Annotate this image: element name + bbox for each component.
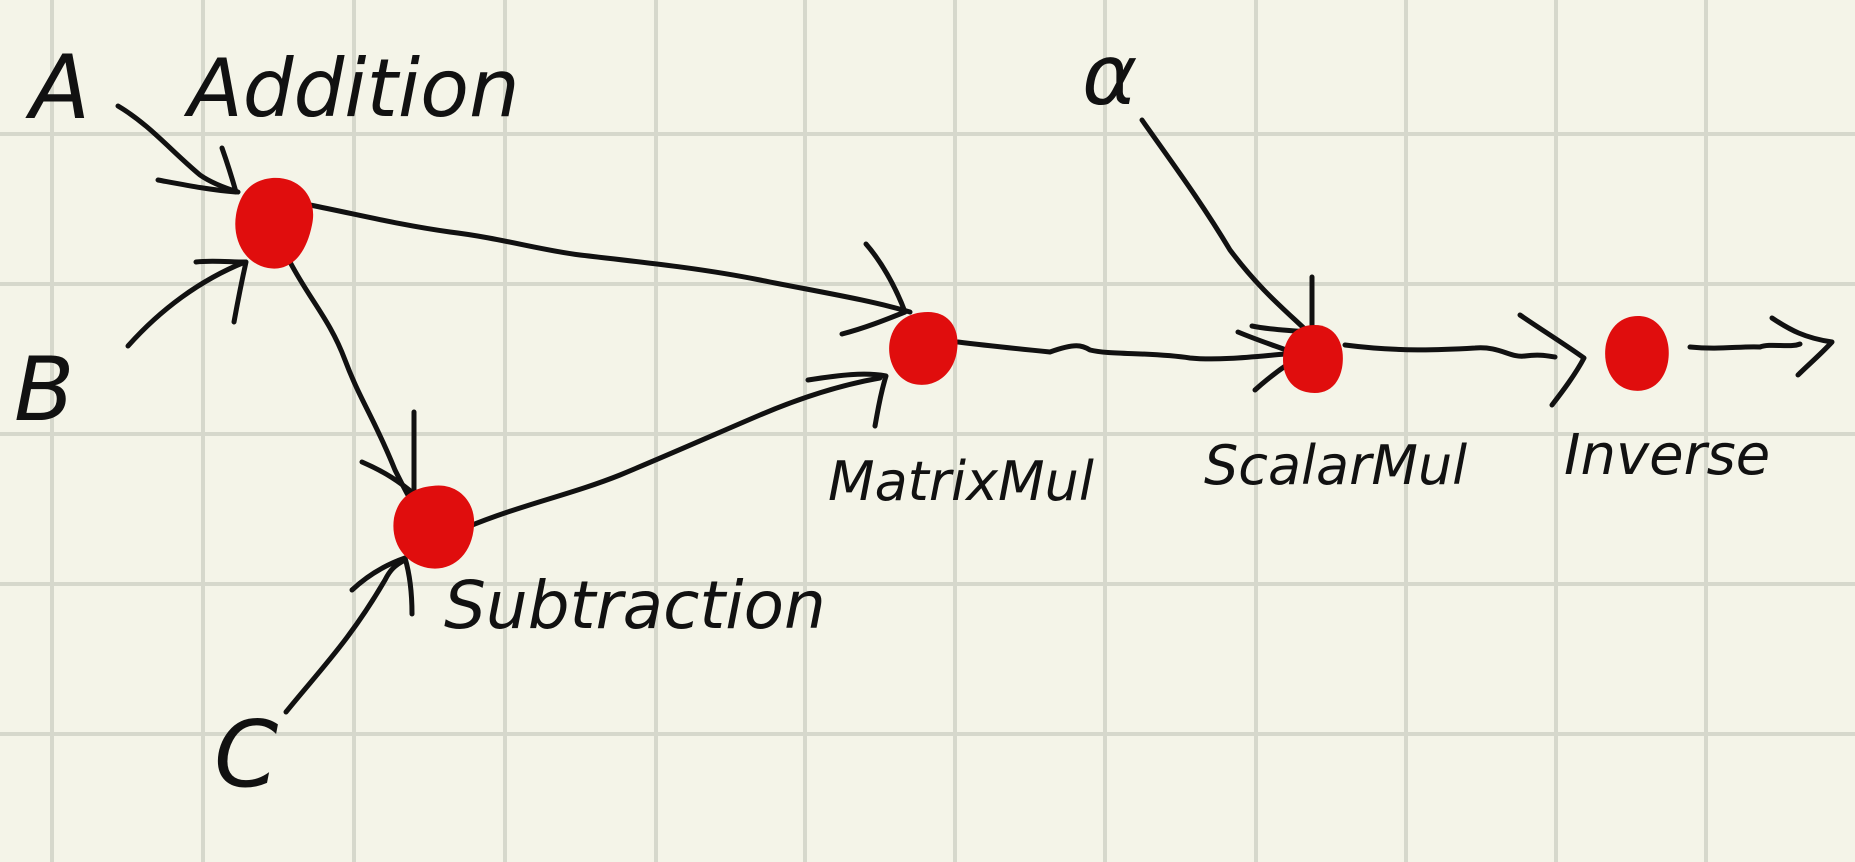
edge-matrixmul-to-scalarmul [955,339,1288,362]
arrowhead-subtraction-top [359,409,417,497]
labels: A B C α Addition Subtraction MatrixMul S… [14,26,1770,808]
arrowhead-addition-bottom [193,258,249,325]
input-label-alpha: α [1082,26,1137,124]
arrowheads [155,145,1835,617]
arrowhead-matrixmul-top [839,241,908,337]
nodes [235,177,1669,569]
input-label-b: B [14,338,74,441]
edge-addition-to-matrixmul [307,202,913,315]
node-label-addition: Addition [183,42,520,135]
edge-inverse-output [1687,341,1803,351]
edge-scalarmul-to-inverse [1342,342,1558,360]
arrowhead-addition-top [155,145,239,195]
edge-subtraction-to-matrixmul [462,375,883,531]
node-label-subtraction: Subtraction [444,567,826,644]
node-subtraction [393,485,475,569]
edge-c-to-subtraction [283,557,408,715]
arrowhead-output [1769,315,1835,378]
arrowhead-subtraction-bottom [349,555,415,617]
arrowhead-inverse [1517,312,1587,408]
arrowhead-matrixmul-bottom [805,371,889,429]
node-inverse [1605,316,1669,391]
edge-alpha-to-scalarmul [1139,117,1311,335]
node-addition [235,177,314,269]
node-matrixmul [889,312,958,385]
node-scalarmul [1282,325,1343,393]
node-label-inverse: Inverse [1564,423,1770,488]
node-label-matrixmul: MatrixMul [828,450,1094,513]
input-label-a: A [25,36,90,139]
node-label-scalarmul: ScalarMul [1204,434,1467,497]
input-label-c: C [214,701,278,808]
edge-a-to-addition [115,103,241,195]
edge-b-to-addition [125,259,248,349]
